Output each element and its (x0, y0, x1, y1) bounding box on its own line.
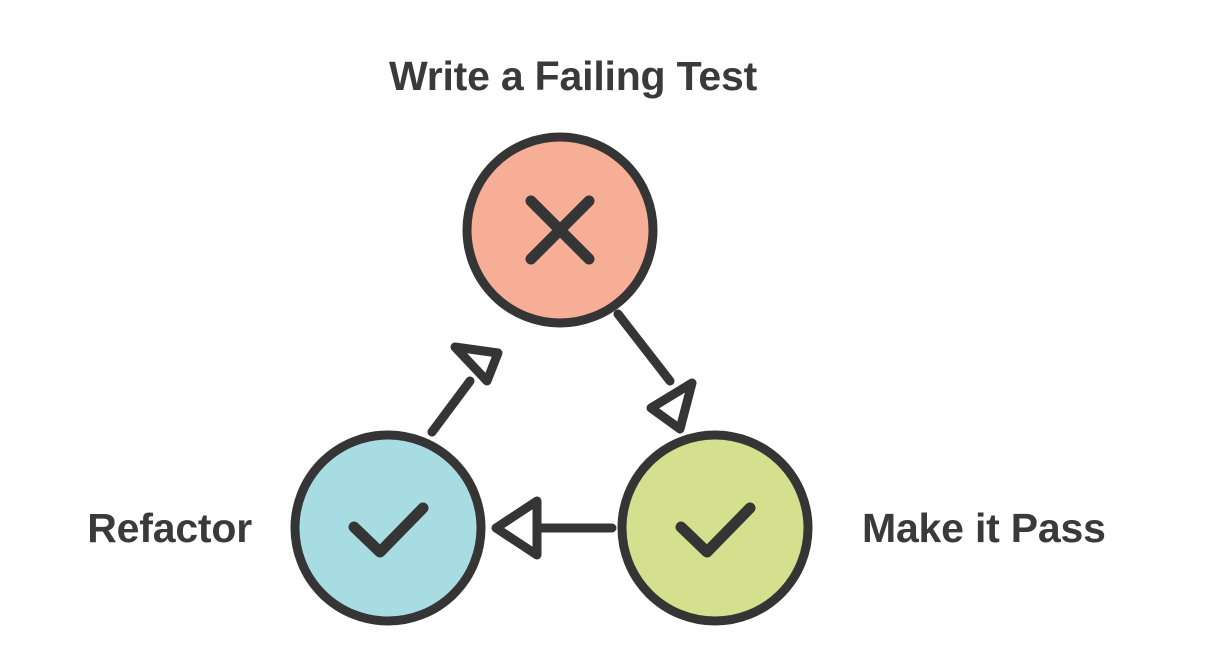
check-icon-refactor (348, 502, 429, 558)
node-write-failing-test[interactable] (462, 132, 658, 328)
arrowhead-refactor-to-test (450, 342, 503, 386)
node-refactor[interactable] (290, 430, 486, 626)
arrowhead-test-to-pass (646, 378, 697, 434)
edge-line-refactor-to-test (427, 376, 475, 437)
node-label-write-failing-test: Write a Failing Test (389, 53, 758, 99)
node-circle-make-it-pass[interactable] (617, 430, 813, 626)
edge-line-test-to-pass (613, 309, 675, 386)
arrowhead-pass-to-refactor (491, 496, 542, 560)
check-icon-make-it-pass (675, 502, 756, 558)
node-label-make-it-pass: Make it Pass (862, 505, 1106, 551)
node-label-refactor: Refactor (87, 505, 252, 551)
edge-refactor-to-test (427, 342, 503, 437)
cross-icon (525, 195, 595, 265)
edge-pass-to-refactor (491, 496, 617, 560)
node-circle-refactor[interactable] (290, 430, 486, 626)
node-make-it-pass[interactable] (617, 430, 813, 626)
edge-test-to-pass (613, 309, 697, 434)
